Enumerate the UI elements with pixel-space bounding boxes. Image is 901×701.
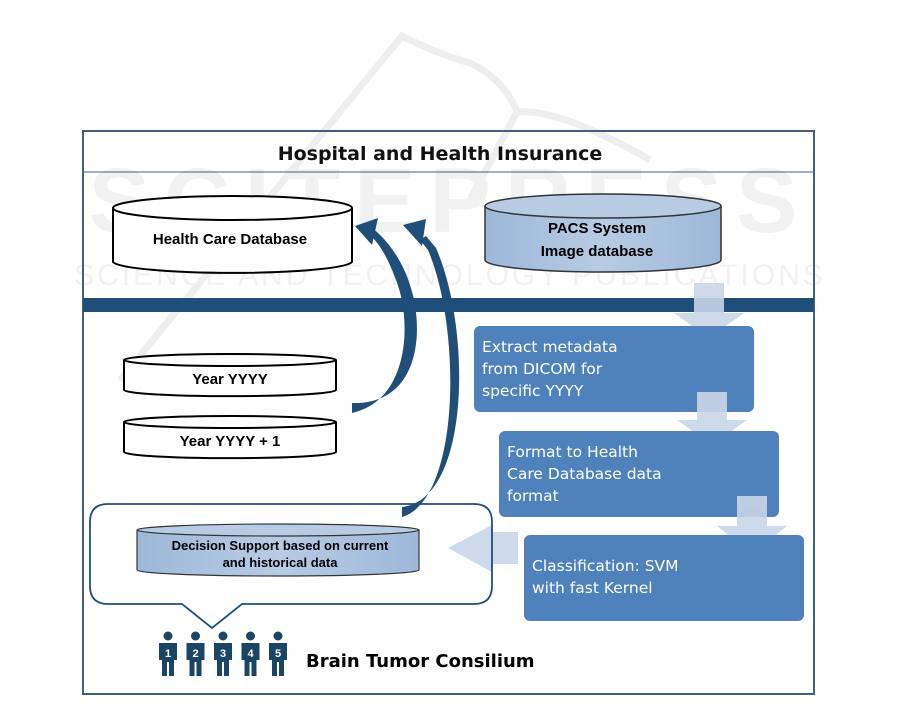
- member-number: 2: [192, 648, 198, 660]
- person-icon: 5: [269, 631, 287, 676]
- curved-arrow-year-to-db: [352, 218, 417, 413]
- year-plus-one-label: Year YYYY + 1: [180, 433, 281, 450]
- member-number: 3: [220, 648, 226, 660]
- person-icon: 1: [159, 631, 177, 676]
- step-text: Classification: SVM: [532, 557, 679, 575]
- step-text: Care Database data: [507, 465, 662, 483]
- member-number: 1: [165, 648, 171, 660]
- member-number: 5: [275, 648, 281, 660]
- step-text: specific YYYY: [482, 382, 584, 400]
- left-arrow-icon: [448, 525, 518, 572]
- pacs-label-line1: PACS System: [548, 220, 646, 237]
- person-icon: 4: [241, 631, 260, 676]
- year-plus-one-database[interactable]: Year YYYY + 1: [123, 415, 337, 460]
- page-title: Hospital and Health Insurance: [278, 143, 603, 165]
- pacs-label-line2: Image database: [541, 243, 654, 260]
- watermark-swoosh: [466, 110, 521, 202]
- step-text: from DICOM for: [482, 360, 603, 378]
- decision-label-line2: and historical data: [223, 555, 339, 570]
- step-text: format: [507, 487, 559, 505]
- decision-support-database[interactable]: Decision Support based on current and hi…: [136, 523, 420, 577]
- consilium-members: 1 2 3 4 5: [159, 631, 287, 676]
- step-text: Extract metadata: [482, 338, 618, 356]
- step-text: Format to Health: [507, 443, 638, 461]
- process-step-format[interactable]: Format to Health Care Database data form…: [499, 431, 779, 517]
- member-number: 4: [247, 648, 254, 660]
- down-arrow-icon: [674, 283, 744, 338]
- process-step-classification[interactable]: Classification: SVM with fast Kernel: [524, 535, 804, 621]
- outer-frame: [82, 130, 815, 695]
- decision-bubble: [89, 503, 493, 630]
- curved-arrow-decision-to-db: [402, 219, 460, 517]
- year-database[interactable]: Year YYYY: [123, 353, 337, 398]
- process-step-extract[interactable]: Extract metadata from DICOM for specific…: [474, 326, 754, 412]
- person-icon: 3: [214, 631, 232, 676]
- health-care-database[interactable]: Health Care Database: [112, 195, 353, 274]
- consilium-label: Brain Tumor Consilium: [306, 651, 535, 672]
- watermark-swoosh: [117, 31, 652, 383]
- decision-label-line1: Decision Support based on current: [172, 538, 389, 553]
- year-label: Year YYYY: [192, 371, 268, 388]
- pacs-image-database[interactable]: PACS System Image database: [484, 193, 722, 273]
- health-care-database-label: Health Care Database: [153, 231, 307, 248]
- person-icon: 2: [186, 631, 205, 676]
- arrowhead-icon: [355, 218, 378, 245]
- arrowhead-icon: [403, 219, 426, 246]
- step-text: with fast Kernel: [532, 579, 653, 597]
